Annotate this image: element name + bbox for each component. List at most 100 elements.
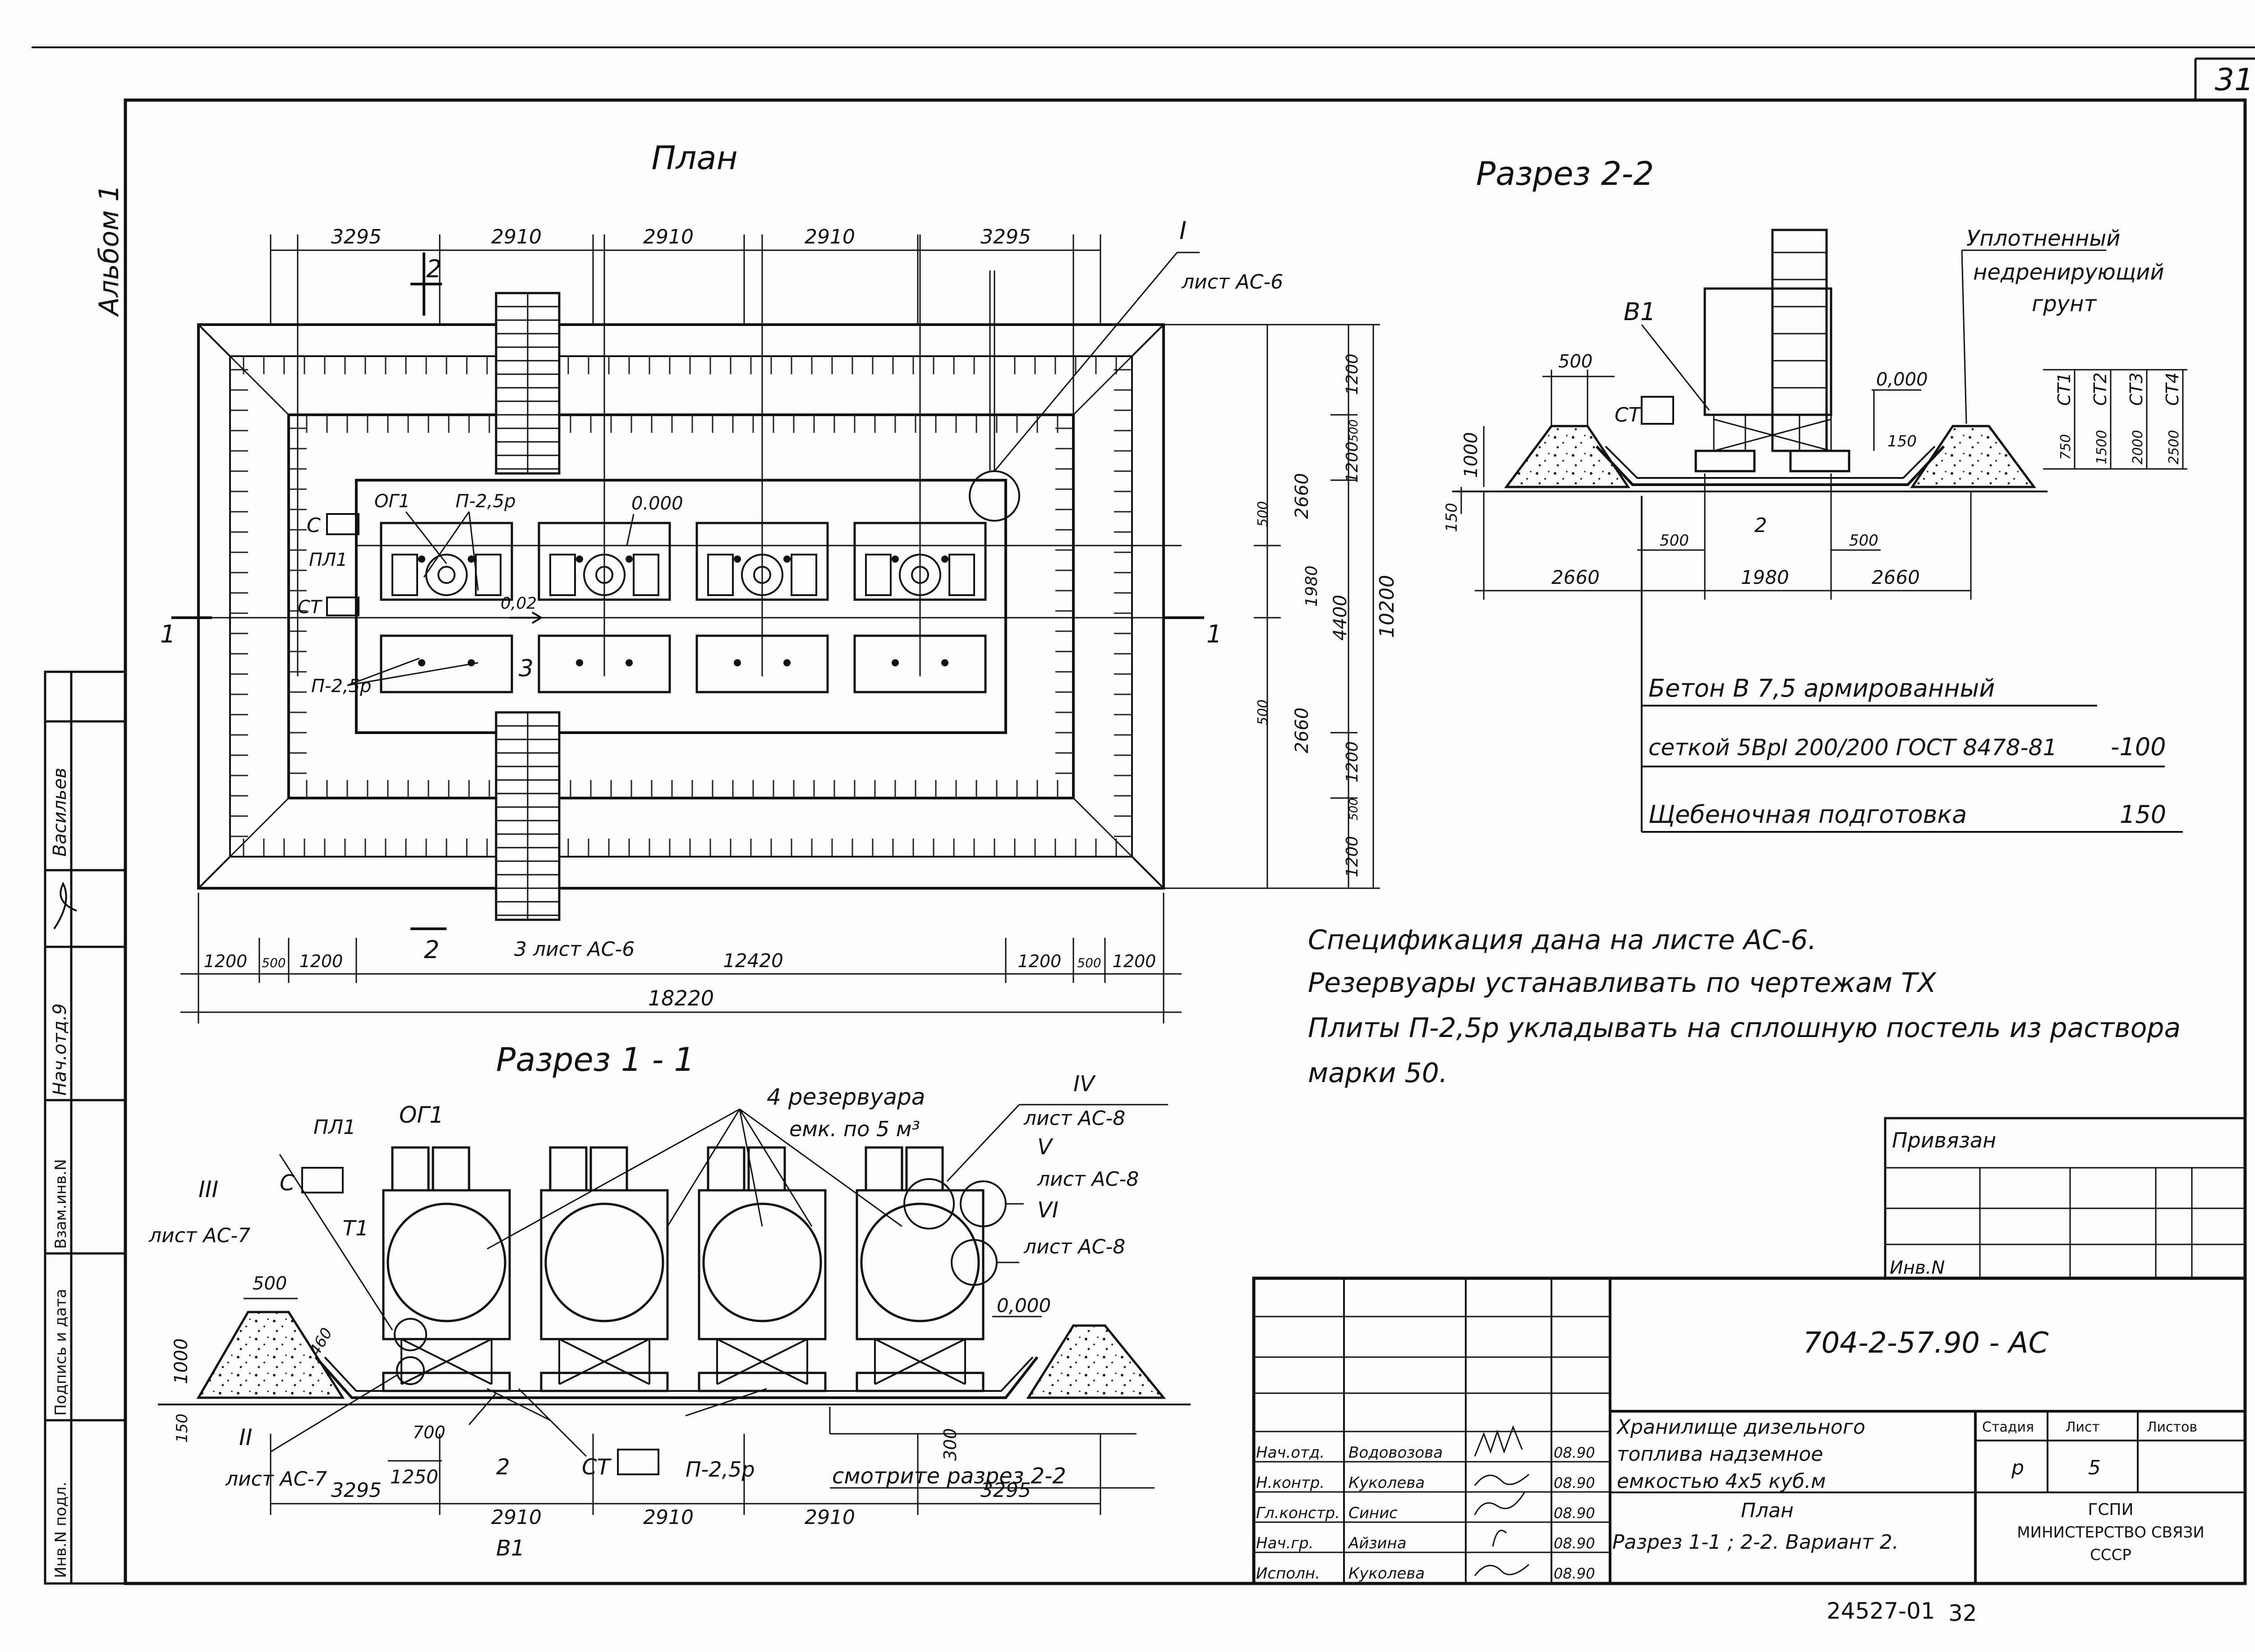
sec22-mark2: 2 [1754, 514, 1767, 537]
sec22-h1000: 1000 [1461, 432, 1482, 478]
tb-org-3: СССР [2090, 1546, 2131, 1564]
sec2-mark-top: 2 [426, 255, 442, 283]
tb-object-3: емкостью 4х5 куб.м [1617, 1470, 1826, 1493]
tb-org-2: МИНИСТЕРСТВО СВЯЗИ [2017, 1524, 2204, 1542]
plan-top-dim-3: 2910 [643, 225, 694, 248]
sec11-see: смотрите разрез 2-2 [832, 1464, 1066, 1489]
note-3: Плиты П-2,5р укладывать на сплошную пост… [1308, 1012, 2181, 1044]
st1-h: 750 [2058, 434, 2074, 460]
notes: Спецификация дана на листе АС-6. Резерву… [1308, 924, 2181, 1089]
sec11-og1: ОГ1 [399, 1102, 444, 1128]
tb-listov-h: Листов [2147, 1419, 2197, 1435]
plan-right-total: 10200 [1376, 575, 1399, 638]
sec22-soil-3: грунт [2032, 291, 2097, 317]
plan-bottom-dimensions [180, 893, 1182, 1023]
plan-bot-dim-2: 500 [262, 955, 285, 970]
plan-bot-dim-7: 1200 [1113, 951, 1156, 971]
sec11-d1250: 1250 [390, 1466, 438, 1488]
layer-2: сеткой 5ВрI 200/200 ГОСТ 8478-81 [1648, 734, 2057, 761]
foundation-pads [380, 522, 987, 693]
sec11-node3: III [198, 1176, 218, 1202]
plan-bot-dim-3: 1200 [299, 951, 343, 971]
sec11-mound-right [1026, 1324, 1166, 1399]
tb-date-1: 08.90 [1554, 1444, 1595, 1461]
plan-elev: 0.000 [631, 493, 683, 514]
plan-r-dim-9: 1200 [1343, 836, 1362, 877]
sec22-title: Разрез 2-2 [1476, 155, 1654, 193]
tb-role-3: Гл.констр. [1256, 1504, 1340, 1522]
title-block [1252, 1117, 2247, 1585]
plan-top-dim-5: 3295 [980, 225, 1031, 248]
sec11-h150: 150 [173, 1413, 191, 1443]
sec11-dim-3: 2910 [643, 1506, 694, 1529]
layer-3-val: 150 [2120, 800, 2166, 829]
section-1-1: Разрез 1 - 1 4 резервуара емк. по 5 м³ [148, 1041, 1191, 1561]
tb-org-1: ГСПИ [2088, 1501, 2133, 1519]
plan-right-dimensions [1164, 324, 1380, 889]
sec22-d500b: 500 [1660, 532, 1689, 550]
plan-r-dim-7: 1200 [1343, 741, 1362, 783]
plan-bot-dim-4: 12420 [723, 950, 783, 972]
plan-top-dimensions [270, 234, 1101, 325]
sec11-dim-5: 3295 [980, 1479, 1031, 1502]
sec11-node6-ref: лист АС-8 [1023, 1235, 1125, 1258]
tb-code: 704-2-57.90 - АС [1803, 1326, 2049, 1360]
plan-bot-dim-1: 1200 [204, 951, 248, 971]
plan-pl1: ПЛ1 [309, 550, 348, 570]
tb-name-1: Водовозова [1348, 1444, 1443, 1462]
tb-role-1: Нач.отд. [1256, 1444, 1325, 1462]
layer-1: Бетон В 7,5 армированный [1648, 674, 1995, 702]
section-2-2: Разрез 2-2 Уплотненный недренирующий гру… [1443, 155, 2187, 833]
st3-name: СТ3 [2126, 372, 2146, 406]
sec1-mark-right: 1 [1206, 620, 1222, 648]
plan-c: С [307, 514, 321, 537]
note-2: Резервуары устанавливать по чертежам ТХ [1308, 967, 1937, 999]
tank-supports-plan [391, 554, 975, 596]
stamp-vasiliev: Васильев [50, 768, 70, 857]
note-1: Спецификация дана на листе АС-6. [1308, 924, 1817, 956]
sec3-mark: 3 [519, 655, 534, 682]
tb-sheet-2: Разрез 1-1 ; 2-2. Вариант 2. [1612, 1531, 1899, 1554]
sec22-mound-left [1504, 425, 1630, 488]
stamp-nach-otd: Нач.отд.9 [50, 1003, 70, 1096]
sec2-mark-bottom: 2 [424, 936, 439, 964]
st3-h: 2000 [2130, 430, 2146, 464]
plan-slope: 0,02 [501, 594, 537, 613]
sec11-node6: VI [1037, 1198, 1058, 1223]
sec11-dim-1: 3295 [331, 1479, 382, 1502]
stamp-vzam: Взам.инв.N [52, 1159, 70, 1249]
plan-p25p-bottom: П-2,5р [311, 676, 372, 697]
sec22-soil-1: Уплотненный [1966, 226, 2120, 251]
plan-st: СТ [298, 597, 323, 618]
tb-date-2: 08.90 [1554, 1474, 1595, 1491]
plan-top-dim-2: 2910 [491, 225, 542, 248]
sec11-c: С [280, 1170, 295, 1196]
tb-object-2: топлива надземное [1617, 1443, 1823, 1466]
tb-privyazan: Привязан [1892, 1128, 1996, 1152]
sec11-b1: В1 [496, 1536, 525, 1561]
sec22-d1980: 1980 [1741, 566, 1789, 588]
tb-stadia-h: Стадия [1982, 1419, 2034, 1435]
plan-top-dim-1: 3295 [331, 225, 382, 248]
plan-r-dim-2: 500 [1347, 419, 1361, 442]
sec22-d500: 500 [1558, 351, 1592, 372]
sec11-dim-2: 2910 [491, 1506, 542, 1529]
sec11-st: СТ [582, 1455, 612, 1480]
sec1-mark-left: 1 [160, 620, 175, 648]
plan-node1-ref: лист АС-6 [1181, 271, 1283, 294]
tb-stadia: р [2011, 1456, 2024, 1479]
tb-sheet-1: План [1741, 1499, 1794, 1522]
sec11-tanks-2: емк. по 5 м³ [789, 1117, 920, 1141]
sec22-tank [1703, 287, 1832, 416]
st4-name: СТ4 [2163, 372, 2182, 406]
plan-r-dim-8: 500 [1347, 798, 1361, 821]
slope-hatching [230, 356, 1132, 857]
sec11-node4-ref: лист АС-8 [1023, 1107, 1125, 1130]
sec11-h1000: 1000 [171, 1338, 192, 1384]
sec11-h300: 300 [940, 1428, 960, 1461]
sec11-mound-left [196, 1311, 345, 1399]
st2-h: 1500 [2094, 430, 2110, 464]
tb-date-5: 08.90 [1554, 1565, 1595, 1582]
sec22-d500c: 500 [1849, 532, 1878, 550]
